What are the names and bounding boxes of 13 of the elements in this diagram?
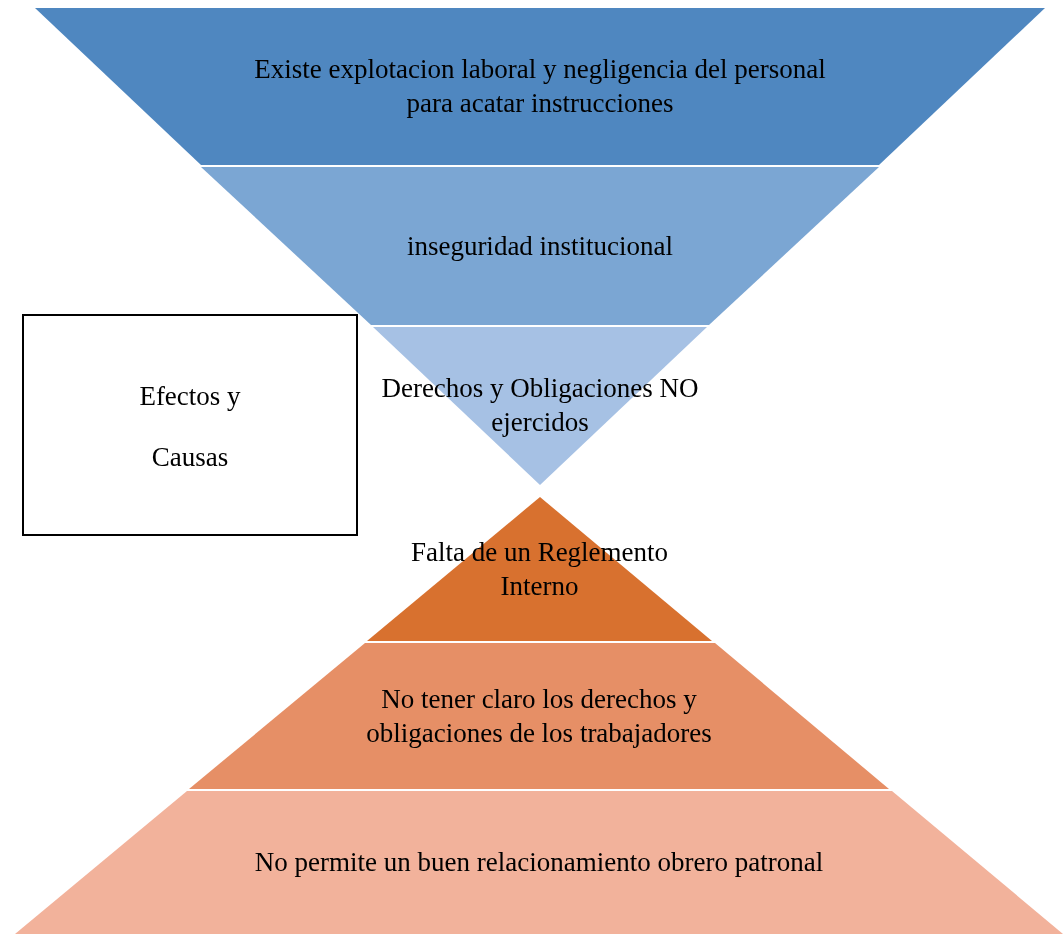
funnel-band [15,791,1063,934]
funnel-band [373,327,707,485]
funnel-band [201,167,879,325]
funnel-band [367,497,712,641]
band-label: Existe explotacion laboral y negligencia del personal para acatar instrucciones [253,53,827,120]
band-label: inseguridad institucional [405,230,675,263]
funnel-band [189,643,889,789]
band-label: No tener claro los derechos y obligaciones de los trabajadores [365,683,713,750]
legend-box [22,314,358,536]
band-label: Derechos y Obligaciones NO ejercidos [380,372,700,439]
funnel-band [35,8,1045,165]
band-label: No permite un buen relacionamiento obrero patronal [253,846,825,879]
band-label: Efectos y Causas [138,380,242,474]
